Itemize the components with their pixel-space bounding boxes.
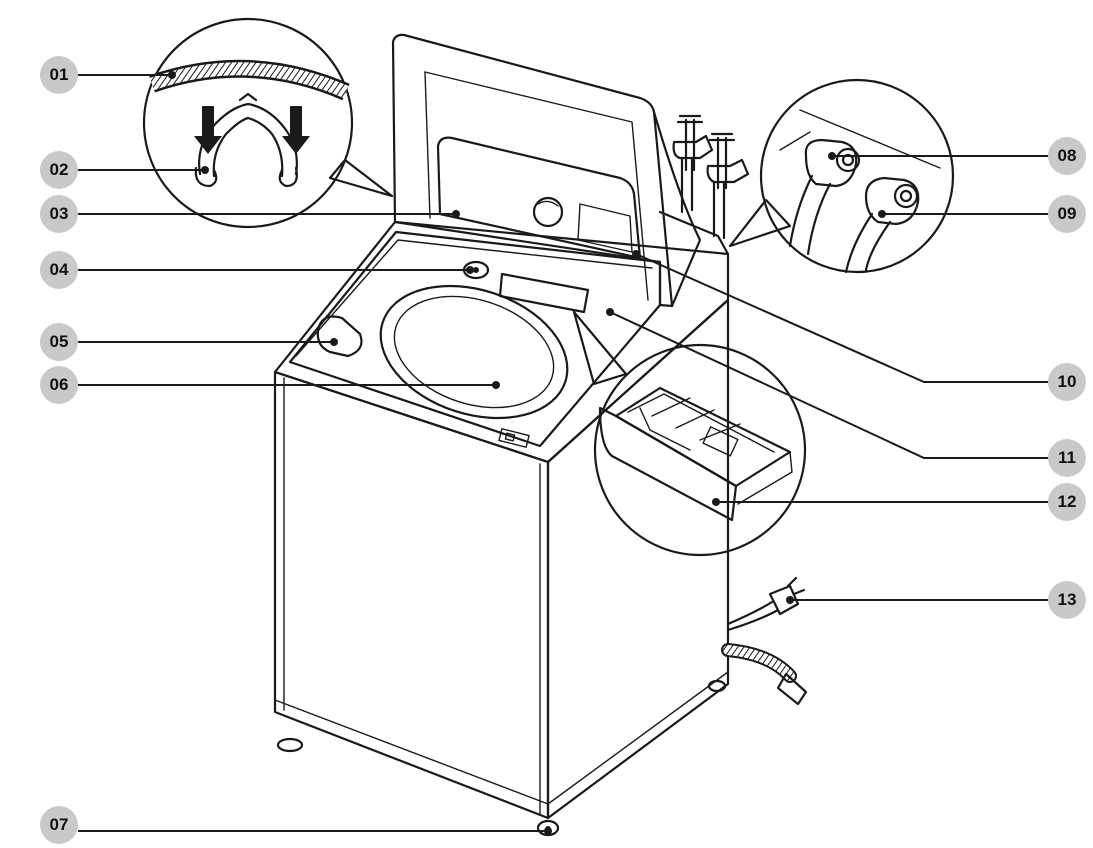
front-left-foot xyxy=(276,737,304,753)
callout-03: 03 xyxy=(40,195,78,233)
zoom-detergent-drawer xyxy=(572,310,807,557)
callout-09: 09 xyxy=(1048,195,1086,233)
top-panel xyxy=(273,220,730,464)
leader-lines xyxy=(78,71,1048,835)
callout-01: 01 xyxy=(40,56,78,94)
lid xyxy=(391,33,702,308)
callout-05: 05 xyxy=(40,323,78,361)
drain-hose xyxy=(721,643,808,706)
drum xyxy=(379,284,569,420)
callout-12: 12 xyxy=(1048,483,1086,521)
callout-10: 10 xyxy=(1048,363,1086,401)
zoom-water-inlets xyxy=(728,78,955,274)
callout-07: 07 xyxy=(40,806,78,844)
callout-02: 02 xyxy=(40,151,78,189)
callout-13: 13 xyxy=(1048,581,1086,619)
callout-04: 04 xyxy=(40,251,78,289)
softener-dispenser xyxy=(316,315,363,358)
callout-08: 08 xyxy=(1048,137,1086,175)
zoom-hose-hanger xyxy=(142,17,394,229)
power-cord xyxy=(726,576,806,632)
water-taps xyxy=(672,114,750,240)
callout-11: 11 xyxy=(1048,439,1086,477)
callout-06: 06 xyxy=(40,366,78,404)
rear-panel xyxy=(658,210,730,256)
